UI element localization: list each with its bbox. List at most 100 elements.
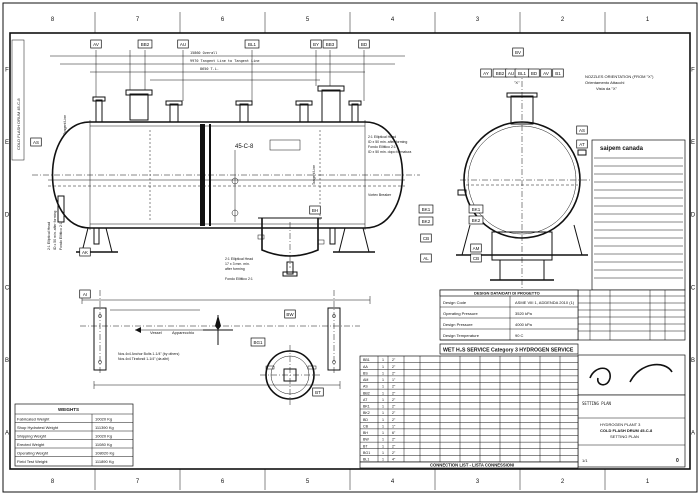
nozzle-callout-left-ak xyxy=(79,247,91,257)
end-callout-side-cb-label: CB xyxy=(473,256,479,261)
svg-text:after forming: after forming xyxy=(225,267,245,271)
nozzle-callout-bb3 xyxy=(322,39,338,49)
svg-text:Fondo Ellittico 2:1: Fondo Ellittico 2:1 xyxy=(225,277,253,281)
grid-col-bottom: 3 xyxy=(476,479,480,485)
weight-value: 111890 Kg xyxy=(95,459,114,464)
nozzle-callout-sump-bw-label: BW xyxy=(286,312,294,317)
end-callout-bl1-label: BL1 xyxy=(518,71,527,76)
nozzle-callout-left-as xyxy=(30,137,42,147)
connection-size: 2" xyxy=(392,405,396,409)
nozzle-callout-right-cb-label: CB xyxy=(423,236,429,241)
weight-label: Field Test Weight xyxy=(17,459,48,464)
anchor-bolt-note: Nos.4x4 Anchor Bolts 1-1/4" (by others) xyxy=(118,352,179,356)
svg-text:ID x 50 min. dopo formatura: ID x 50 min. dopo formatura xyxy=(368,150,411,154)
nozzle-callout-right-at-label: AT xyxy=(579,142,585,147)
svg-text:2:1 Elliptical Head: 2:1 Elliptical Head xyxy=(368,135,396,139)
nozzle-callout-sump-bh-label: BH xyxy=(312,208,318,213)
connection-qty: 1 xyxy=(382,418,384,422)
nozzle-callout-right-bk1-label: BK1 xyxy=(422,207,431,212)
end-callout-ay xyxy=(480,68,492,78)
nozzle-callout-right-cb xyxy=(420,233,432,243)
svg-text:SETTING PLAN: SETTING PLAN xyxy=(582,401,611,406)
grid-col-top: 1 xyxy=(646,17,650,23)
connection-size: 4" xyxy=(392,458,396,462)
connection-size: 2" xyxy=(392,365,396,369)
nozzle-callout-bb2 xyxy=(137,39,153,49)
connection-size: 2" xyxy=(392,418,396,422)
nozzle-callout-sump-bw xyxy=(284,309,296,319)
connection-mark: BL1 xyxy=(363,458,369,462)
connection-mark: CB xyxy=(363,424,369,428)
grid-row-left: D xyxy=(5,213,10,219)
end-view: "X" xyxy=(456,70,600,290)
grid-row-left: A xyxy=(5,431,9,437)
grid-col-top: 5 xyxy=(306,17,310,23)
connection-size: 2" xyxy=(392,371,396,375)
connection-size: 2" xyxy=(392,438,396,442)
nozzle-callout-right-bk1 xyxy=(418,204,434,214)
weight-label: Shop Hydrotest Weight xyxy=(17,425,59,430)
end-callout-bv-label: BV xyxy=(515,50,521,55)
grid-col-bottom: 7 xyxy=(136,479,140,485)
weight-label: Fabricated Weight xyxy=(17,416,50,421)
connection-size: 2" xyxy=(392,451,396,455)
nozzle-callout-right-as-label: AS xyxy=(579,128,585,133)
orientation-label: NOZZLES ORIENTATION (FROM "X") xyxy=(585,74,654,79)
service-banner-text: WET H₂S SERVICE Category 3 HYDROGEN SERV… xyxy=(443,348,574,354)
grid-col-top: 3 xyxy=(476,17,480,23)
connection-mark: BK2 xyxy=(363,411,370,415)
grid-col-top: 4 xyxy=(391,17,395,23)
end-callout-ay-label: AY xyxy=(483,71,489,76)
design-data-value: 4000 kPa xyxy=(515,322,533,327)
weight-label: Erected Weight xyxy=(17,442,45,447)
weight-value: 10020 Kg xyxy=(95,416,112,421)
grid-col-bottom: 4 xyxy=(391,479,395,485)
design-data-key: Design Temperature xyxy=(443,333,480,338)
connection-qty: 1 xyxy=(382,411,384,415)
nozzle-callout-left-ak-label: AK xyxy=(82,250,88,255)
connection-qty: 1 xyxy=(382,405,384,409)
nozzle-callout-sump-bt xyxy=(312,387,324,397)
weight-value: 11080 Kg xyxy=(95,442,112,447)
grid-col-bottom: 8 xyxy=(51,479,55,485)
weights-header: WEIGHTS xyxy=(58,407,79,412)
nozzle-callout-sump-bt-label: BT xyxy=(315,390,321,395)
nozzle-callout-bl1 xyxy=(244,39,260,49)
margin-text: COLD FLASH DRUM 45-C-8 xyxy=(16,98,21,150)
svg-text:Fondo Ellittico 2:1: Fondo Ellittico 2:1 xyxy=(59,222,63,250)
sheet-number: 1/1 xyxy=(582,458,588,463)
connection-size: 6" xyxy=(392,431,396,435)
nozzle-callout-by xyxy=(310,39,322,49)
end-callout-side-bk1 xyxy=(468,204,484,214)
view-label: Vista da "X" xyxy=(596,86,618,91)
grid-row-right: A xyxy=(691,431,695,437)
vessel-label: Vessel xyxy=(150,330,162,335)
equipment-tag: 45-C-8 xyxy=(235,144,254,150)
weight-label: Shipping Weight xyxy=(17,433,47,438)
connection-mark: AM xyxy=(363,378,368,382)
svg-text:Tangent Line: Tangent Line xyxy=(312,165,316,185)
svg-text:9970 Tangent Line to Tangent L: 9970 Tangent Line to Tangent Line xyxy=(190,59,260,63)
design-data-table: DESIGN DATA/DATI DI PROGETTO Design Code… xyxy=(439,289,579,341)
connection-size: 2" xyxy=(392,358,396,362)
revision-number: 0 xyxy=(676,458,679,464)
nozzle-callout-right-al xyxy=(420,253,432,263)
end-callout-b1 xyxy=(552,68,564,78)
connection-size: 2" xyxy=(392,398,396,402)
nozzle-callout-right-al-label: AL xyxy=(423,256,429,261)
connection-mark: BT xyxy=(363,444,368,448)
connection-qty: 1 xyxy=(382,431,384,435)
svg-text:8650 T.L.: 8650 T.L. xyxy=(200,67,219,71)
drawing-title: COLD FLASH DRUM 45-C-8 xyxy=(600,428,653,433)
end-callout-av-label: AV xyxy=(543,71,549,76)
connection-mark: BG1 xyxy=(363,451,370,455)
grid-col-top: 6 xyxy=(221,17,225,23)
nozzle-callout-sump-bh xyxy=(309,205,321,215)
end-callout-side-cb xyxy=(470,253,482,263)
project-name: HYDROGEN PLANT 3 xyxy=(600,422,641,427)
connection-qty: 1 xyxy=(382,458,384,462)
